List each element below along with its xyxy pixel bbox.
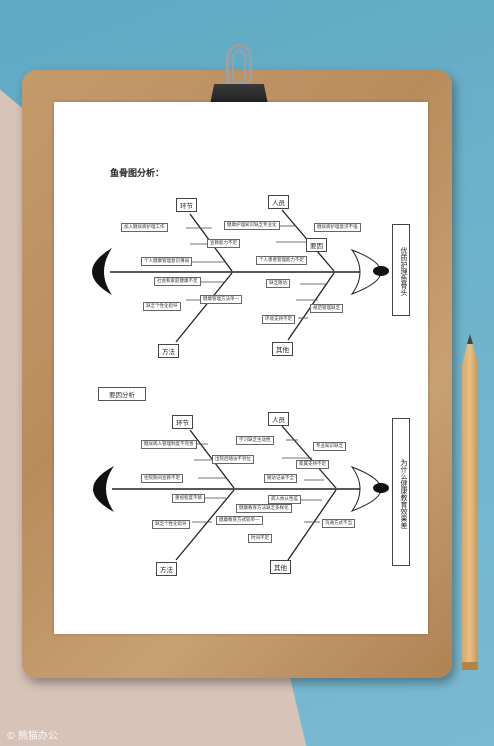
cause-item: 学习缺乏主动性 <box>236 436 274 445</box>
cause-item: 个人健康管理意识薄弱 <box>141 257 192 266</box>
cause-item: 加入糖尿病护理工作 <box>121 223 168 232</box>
category-renyuan-2: 人员 <box>268 412 289 426</box>
effect-box-1: 优质护理鱼骨头 <box>392 224 410 316</box>
diagram-title-1: 鱼骨图分析： <box>110 169 165 179</box>
cause-item: 重视程度不够 <box>172 494 205 503</box>
cause-item: 出院后随访不到位 <box>212 455 254 464</box>
cause-item: 缺乏个性化指导 <box>152 520 190 529</box>
copyright-icon: © <box>6 731 16 742</box>
fish-eye-1 <box>373 266 389 276</box>
cause-item: 随访记录不全 <box>264 474 297 483</box>
cause-item: 宣教能力不足 <box>207 239 240 248</box>
cause-item: 健康教育方式较单一 <box>216 516 263 525</box>
fish-tail-2 <box>93 466 114 512</box>
category-huanjie-1: 环节 <box>176 198 197 212</box>
cause-item: 健康管理方法单一 <box>200 295 242 304</box>
fish-head-1 <box>350 248 382 296</box>
cause-item: 健康护理知识缺乏专业化 <box>224 221 280 230</box>
category-fangfa-1: 方法 <box>158 344 179 358</box>
pencil <box>462 334 478 670</box>
paper-sheet <box>54 102 428 634</box>
cause-item: 社会和家庭健康不足 <box>154 277 201 286</box>
pencil-tip <box>467 334 473 344</box>
cause-item: 规范管理缺乏 <box>310 304 343 313</box>
watermark-text: 熊猫办公 <box>18 731 58 742</box>
cause-item: 个人患者管理能力不足 <box>256 256 307 265</box>
cause-item: 缺乏随访 <box>266 279 290 288</box>
effect-box-2: 为什么健康教育效果差 <box>392 418 410 566</box>
cause-item: 家属支持不足 <box>296 460 329 469</box>
watermark: ©熊猫办公 <box>6 727 58 742</box>
fish-tail-1 <box>92 248 112 295</box>
category-yaoyin-1: 要因 <box>306 238 327 252</box>
cause-item: 健康教育方法缺乏多样化 <box>236 504 292 513</box>
bone-bottom-left-1 <box>175 272 233 343</box>
clip-ring-inner <box>232 50 246 84</box>
cause-item: 糖尿病护理意识不强 <box>314 223 361 232</box>
category-qita-1: 其他 <box>272 342 293 356</box>
cause-item: 糖尿病人管理制度不完善 <box>141 440 197 449</box>
diagram-title-2: 要因分析 <box>98 387 146 401</box>
cause-item: 专业知识缺乏 <box>313 442 346 451</box>
cause-item: 住院期间宣教不足 <box>141 474 183 483</box>
cause-item: 缺乏个性化指导 <box>143 302 181 311</box>
fish-head-2 <box>350 465 382 513</box>
bone-bottom-left-2 <box>175 489 235 561</box>
category-qita-2: 其他 <box>270 560 291 574</box>
category-huanjie-2: 环节 <box>172 415 193 429</box>
cause-item: 沟通方式不当 <box>322 519 355 528</box>
category-fangfa-2: 方法 <box>156 562 177 576</box>
bone-bottom-right-2 <box>287 489 337 561</box>
cause-item: 病人依从性差 <box>268 495 301 504</box>
pencil-end <box>462 662 478 670</box>
cause-item: 环境支持不足 <box>262 315 295 324</box>
bone-top-right-2 <box>281 425 337 489</box>
fish-eye-2 <box>373 483 389 493</box>
category-renyuan-1: 人员 <box>268 195 289 209</box>
cause-item: 时间不足 <box>248 534 272 543</box>
